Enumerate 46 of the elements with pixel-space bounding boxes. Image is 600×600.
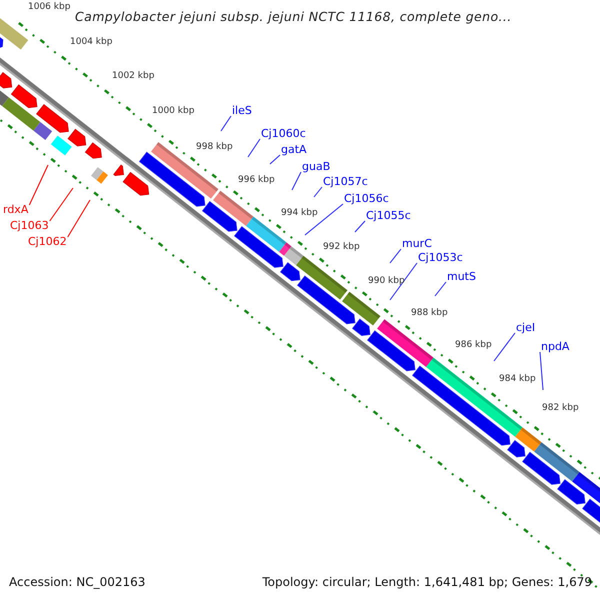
leader-line (67, 200, 90, 238)
leader-line (540, 352, 544, 390)
gene-label: Cj1063 (10, 219, 49, 232)
gene-label: Cj1056c (344, 192, 389, 205)
gene-label: Cj1053c (418, 251, 463, 264)
gene-label: cjeI (516, 321, 536, 334)
tick-label: 1006 kbp (28, 2, 70, 13)
leader-line (494, 332, 516, 362)
leader-line (49, 188, 74, 222)
leader-line (314, 186, 322, 198)
tick-label: 990 kbp (368, 276, 405, 287)
tick-label: 1000 kbp (152, 106, 194, 117)
gene-label: ileS (232, 104, 252, 117)
leader-line (354, 220, 366, 232)
leader-line (390, 262, 418, 300)
leader-line (304, 204, 344, 236)
footer-text: Accession: NC_002163 (9, 574, 146, 591)
tick-label: 988 kbp (411, 308, 448, 319)
tick-label: 986 kbp (455, 340, 492, 351)
tick-label: 992 kbp (323, 242, 360, 253)
leader-line (434, 282, 446, 296)
tick-label: 996 kbp (238, 175, 275, 186)
leader-line (390, 248, 402, 264)
gene-label: gatA (281, 143, 307, 156)
tick-label: 1004 kbp (70, 37, 112, 48)
gene-label: Cj1057c (323, 175, 368, 188)
gene-label: mutS (447, 270, 476, 283)
gene-label: Cj1060c (261, 127, 306, 140)
leader-line (270, 154, 280, 164)
tick-label: 998 kbp (196, 142, 233, 153)
footer-text: Topology: circular; Length: 1,641,481 bp; Genes: 1,679 (262, 574, 592, 591)
tick-label: 982 kbp (542, 403, 579, 414)
gene-label: Cj1055c (366, 209, 411, 222)
gene-label: murC (402, 237, 432, 250)
gene-label: Cj1062 (28, 235, 67, 248)
leader-line (248, 138, 260, 158)
gene-label: rdxA (3, 203, 28, 216)
gene-label: guaB (302, 160, 330, 173)
tick-label: 994 kbp (281, 208, 318, 219)
title: Campylobacter jejuni subsp. jejuni NCTC 11168, complete geno... (75, 8, 512, 26)
gene-label: npdA (541, 340, 570, 353)
tick-label: 984 kbp (499, 374, 536, 385)
leader-line (292, 172, 302, 190)
leader-line (28, 164, 48, 206)
leader-line (220, 116, 232, 132)
tick-label: 1002 kbp (112, 71, 154, 82)
